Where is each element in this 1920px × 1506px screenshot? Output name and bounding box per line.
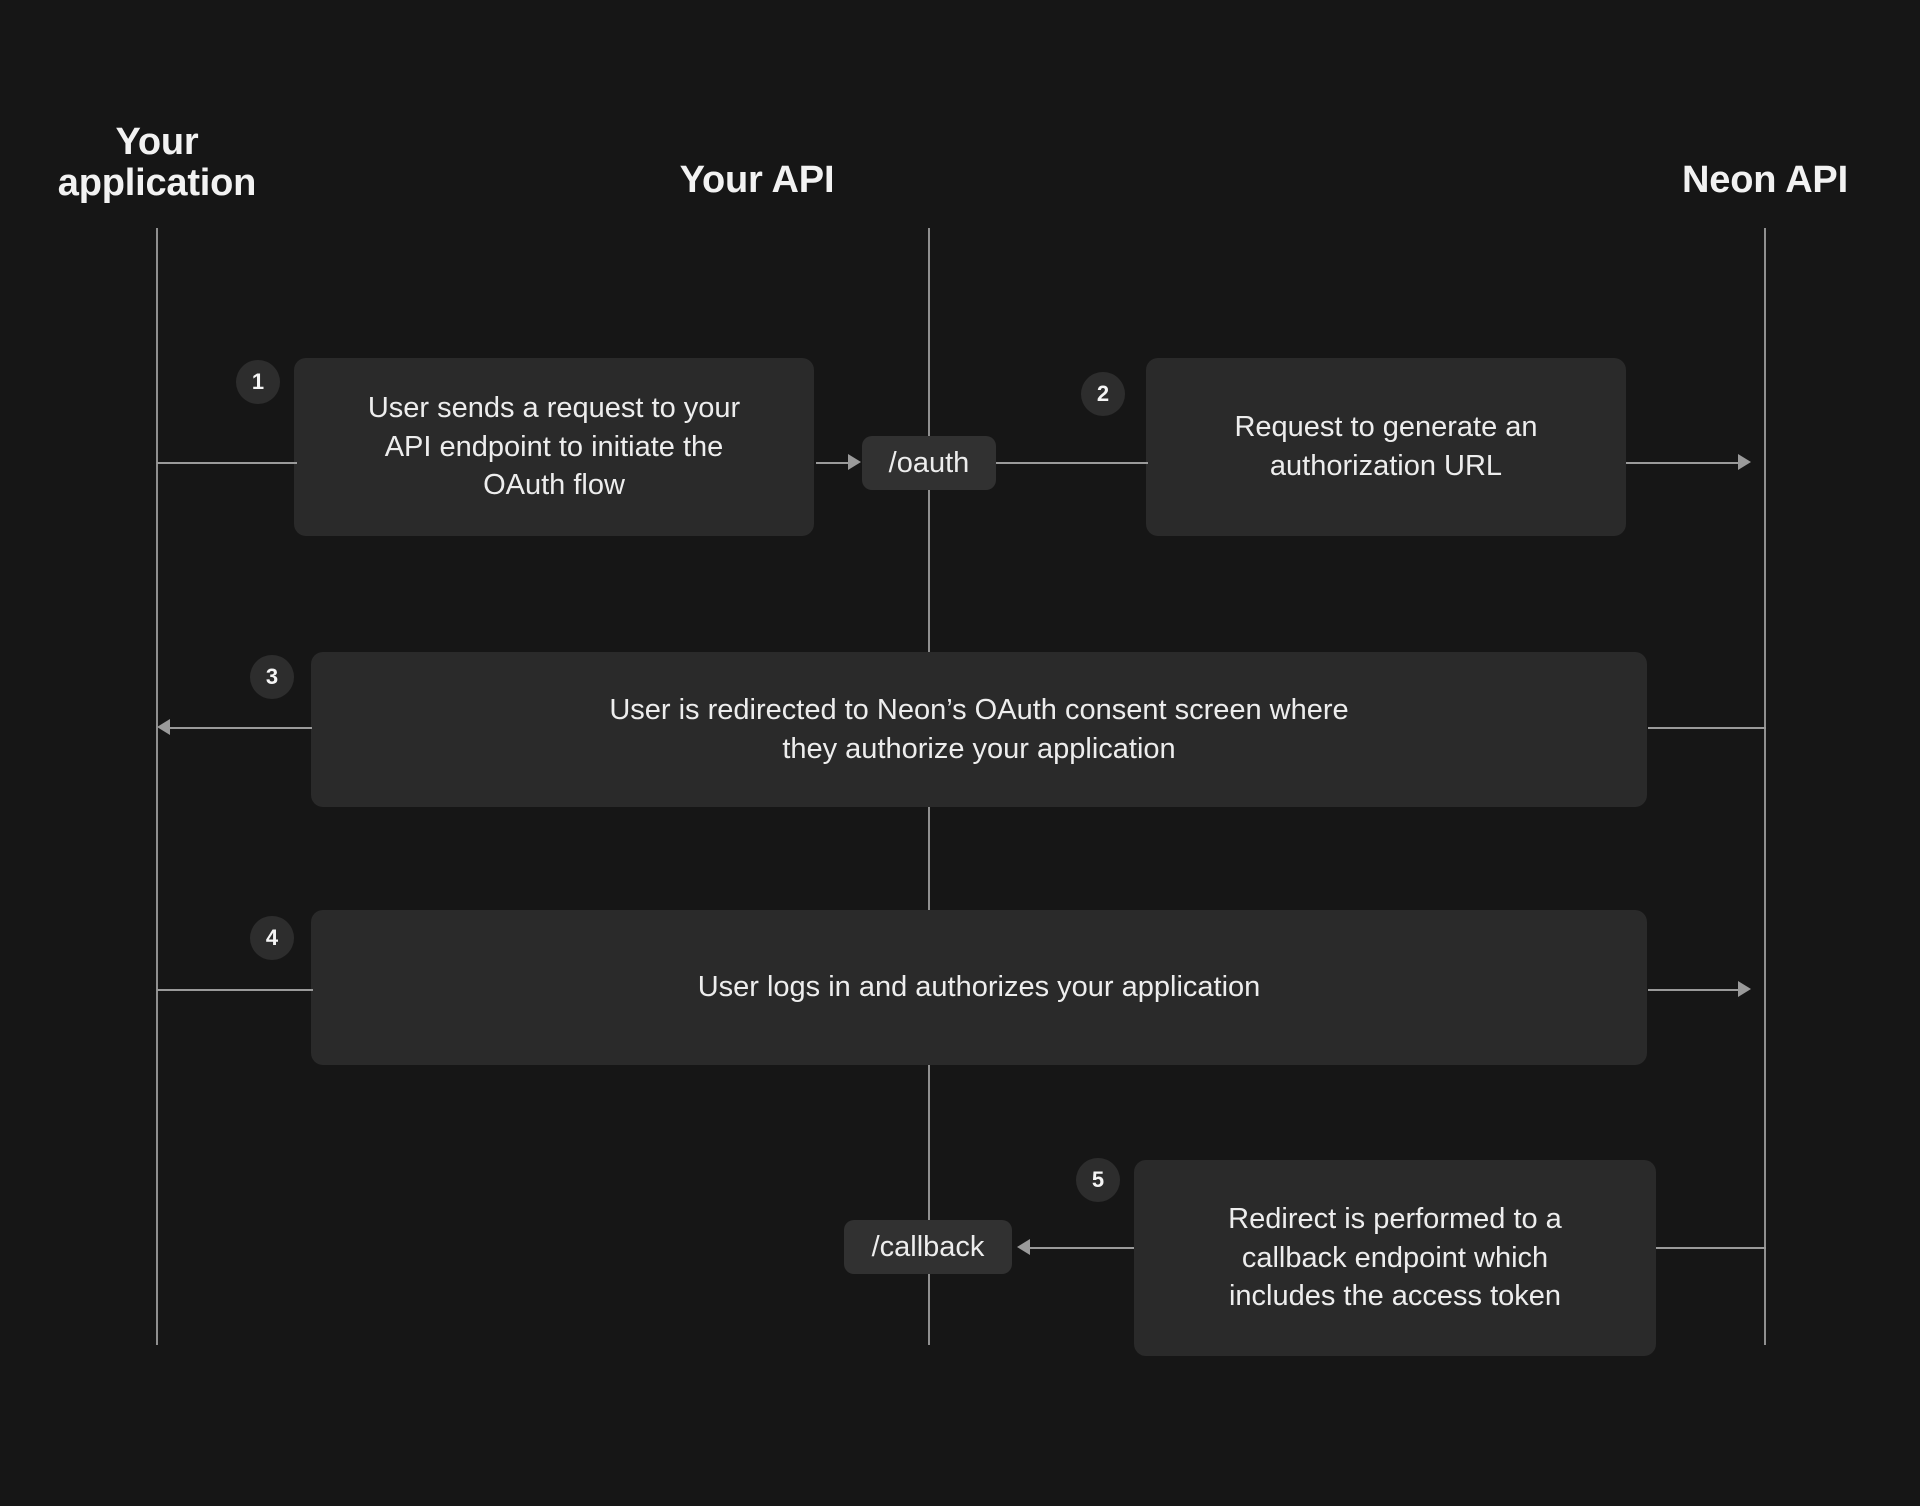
connector-step-3-left <box>170 727 312 729</box>
participant-label-neon-api: Neon API <box>1682 159 1848 201</box>
message-box-step-1: User sends a request to your API endpoin… <box>294 358 814 536</box>
arrow-right-icon-step-2 <box>1738 454 1751 470</box>
arrow-right-icon-step-1 <box>848 454 861 470</box>
message-text-step-5: Redirect is performed to a callback endp… <box>1228 1202 1562 1313</box>
step-badge-1: 1 <box>236 360 280 404</box>
arrow-right-icon-step-4 <box>1738 981 1751 997</box>
message-text-step-4: User logs in and authorizes your applica… <box>697 971 1261 1004</box>
connector-step-4-right <box>1648 989 1740 991</box>
message-text-step-3: User is redirected to Neon’s OAuth conse… <box>609 693 1349 765</box>
message-text-step-1: User sends a request to your API endpoin… <box>367 391 741 502</box>
arrow-left-icon-step-5 <box>1017 1239 1030 1255</box>
connector-step-2-right <box>1626 462 1742 464</box>
connector-step-4-left <box>157 989 313 991</box>
participant-label-your-application: Your application <box>57 121 257 205</box>
connector-step-1-right <box>816 462 854 464</box>
connector-step-3-right <box>1648 727 1766 729</box>
participant-label-your-api: Your API <box>679 159 835 201</box>
endpoint-chip-callback: /callback <box>844 1220 1012 1274</box>
endpoint-chip-oauth: /oauth <box>862 436 996 490</box>
message-box-step-2: Request to generate an authorization URL <box>1146 358 1626 536</box>
step-badge-3: 3 <box>250 655 294 699</box>
message-box-step-4: User logs in and authorizes your applica… <box>311 910 1647 1065</box>
connector-step-5-right <box>1656 1247 1766 1249</box>
connector-step-1-left <box>157 462 297 464</box>
message-text-step-2: Request to generate an authorization URL <box>1234 411 1538 482</box>
lifeline-your-application <box>156 228 158 1345</box>
arrow-left-icon-step-3 <box>157 719 170 735</box>
message-box-step-3: User is redirected to Neon’s OAuth conse… <box>311 652 1647 807</box>
lifeline-neon-api <box>1764 228 1766 1345</box>
step-badge-4: 4 <box>250 916 294 960</box>
connector-step-5-left <box>1030 1247 1134 1249</box>
message-box-step-5: Redirect is performed to a callback endp… <box>1134 1160 1656 1356</box>
connector-step-2-left <box>996 462 1148 464</box>
step-badge-2: 2 <box>1081 372 1125 416</box>
step-badge-5: 5 <box>1076 1158 1120 1202</box>
